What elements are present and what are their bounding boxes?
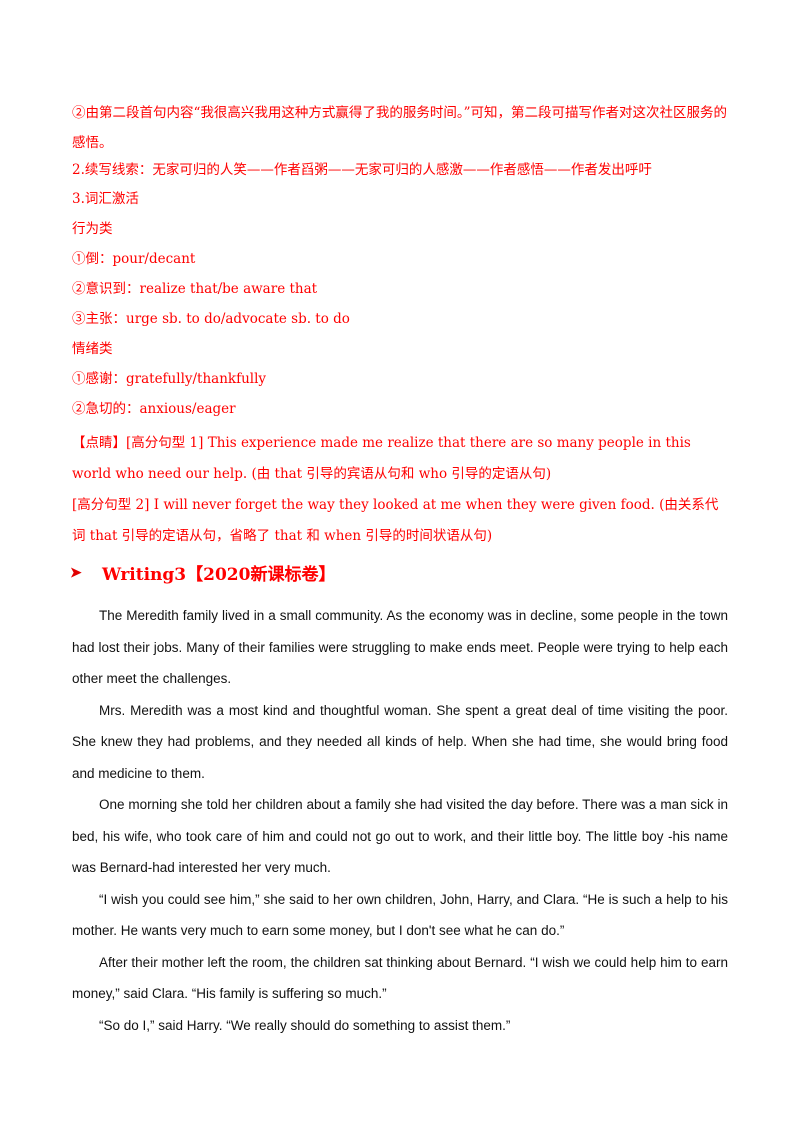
story-paragraph: One morning she told her children about … xyxy=(72,797,728,875)
annotation-line-4: 行为类 xyxy=(72,221,113,237)
annotation-line-12: [高分句型 2] I will never forget the way the… xyxy=(72,497,719,544)
annotation-line-7: ③主张：urge sb. to do/advocate sb. to do xyxy=(72,311,350,327)
section-title: Writing3【2020新课标卷】 xyxy=(102,565,336,585)
annotation-line-11: 【点睛】[高分句型 1] This experience made me rea… xyxy=(72,435,691,482)
annotation-line-10: ②急切的：anxious/eager xyxy=(72,401,236,417)
annotation-line-9: ①感谢：gratefully/thankfully xyxy=(72,371,267,387)
section-heading: ➤ Writing3【2020新课标卷】 xyxy=(70,560,336,586)
annotation-line-2: 2.续写线索：无家可归的人笑——作者舀粥——无家可归的人感激——作者感悟——作者… xyxy=(72,162,652,178)
annotation-line-1: ②由第二段首句内容“我很高兴我用这种方式赢得了我的服务时间。”可知，第二段可描写… xyxy=(72,105,728,151)
annotation-line-8: 情绪类 xyxy=(72,341,113,357)
story-paragraph: The Meredith family lived in a small com… xyxy=(72,608,728,686)
story-paragraph: Mrs. Meredith was a most kind and though… xyxy=(72,702,728,781)
story-paragraph: “So do I,” said Harry. “We really should… xyxy=(99,1017,511,1033)
annotation-line-6: ②意识到：realize that/be aware that xyxy=(72,281,318,297)
story-text: The Meredith family lived in a small com… xyxy=(72,600,728,1041)
arrow-bullet-icon: ➤ xyxy=(70,564,82,581)
annotation-line-5: ①倒：pour/decant xyxy=(72,251,196,267)
annotation-line-3: 3.词汇激活 xyxy=(72,191,139,207)
story-paragraph: After their mother left the room, the ch… xyxy=(72,954,728,1002)
story-paragraph: “I wish you could see him,” she said to … xyxy=(72,891,728,939)
